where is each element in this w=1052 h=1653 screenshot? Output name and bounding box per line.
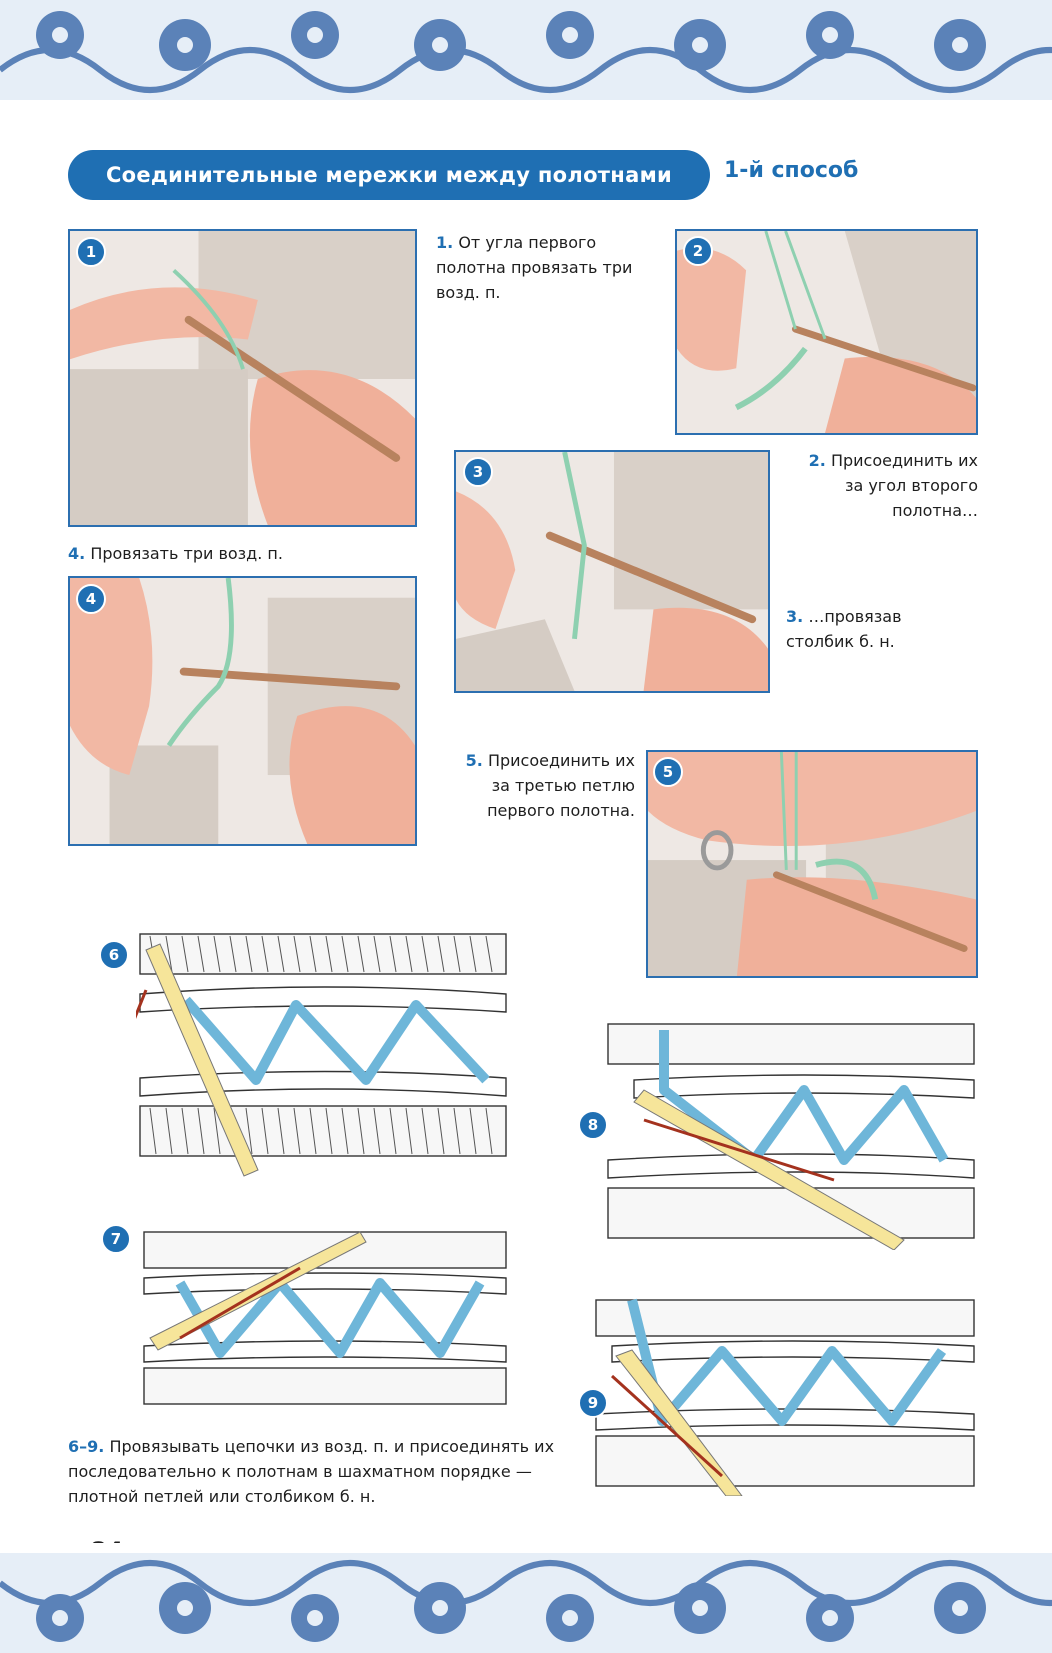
caption-step-1-number: 1. (436, 233, 454, 252)
caption-step-5-number: 5. (465, 751, 483, 770)
step-badge-2: 2 (683, 236, 713, 266)
diagram-7 (140, 1228, 510, 1408)
caption-step-1: 1. От угла первого полотна провязать три… (436, 230, 646, 305)
caption-step-3-number: 3. (786, 607, 804, 626)
summary-number: 6–9. (68, 1437, 105, 1456)
caption-step-5-text: Присоединить их за третью петлю первого … (487, 751, 635, 820)
diagram-badge-6: 6 (99, 940, 129, 970)
diagram-badge-8: 8 (578, 1110, 608, 1140)
summary-caption: 6–9. Провязывать цепочки из возд. п. и п… (68, 1434, 568, 1509)
caption-step-4-text: Провязать три возд. п. (90, 544, 283, 563)
step-badge-3: 3 (463, 457, 493, 487)
step-badge-4: 4 (76, 584, 106, 614)
photo-step-5 (646, 750, 978, 978)
diagram-badge-9: 9 (578, 1388, 608, 1418)
photo-step-2 (675, 229, 978, 435)
step-badge-5: 5 (653, 757, 683, 787)
photo-step-3 (454, 450, 770, 693)
caption-step-3-text: …провязав столбик б. н. (786, 607, 902, 651)
section-title: Соединительные мережки между полотнами (68, 150, 710, 200)
diagram-8 (604, 1020, 978, 1250)
lace-pattern-bottom (0, 1543, 1052, 1642)
caption-step-4: 4. Провязать три возд. п. (68, 541, 398, 566)
diagram-badge-7: 7 (101, 1224, 131, 1254)
lace-border-top (0, 0, 1052, 110)
lace-pattern-top (0, 11, 1052, 110)
diagram-9 (592, 1296, 978, 1496)
photo-step-1 (68, 229, 417, 527)
caption-step-2-number: 2. (808, 451, 826, 470)
summary-text: Провязывать цепочки из возд. п. и присое… (68, 1437, 555, 1506)
caption-step-2: 2. Присоединить их за угол второго полот… (790, 448, 978, 523)
method-label: 1-й способ (724, 158, 859, 183)
caption-step-1-text: От угла первого полотна провязать три во… (436, 233, 633, 302)
caption-step-4-number: 4. (68, 544, 86, 563)
diagram-6 (136, 930, 510, 1180)
photo-step-4 (68, 576, 417, 846)
lace-border-bottom (0, 1543, 1052, 1653)
caption-step-2-text: Присоединить их за угол второго полотна… (830, 451, 978, 520)
step-badge-1: 1 (76, 237, 106, 267)
caption-step-5: 5. Присоединить их за третью петлю перво… (460, 748, 635, 823)
caption-step-3: 3. …провязав столбик б. н. (786, 604, 946, 654)
